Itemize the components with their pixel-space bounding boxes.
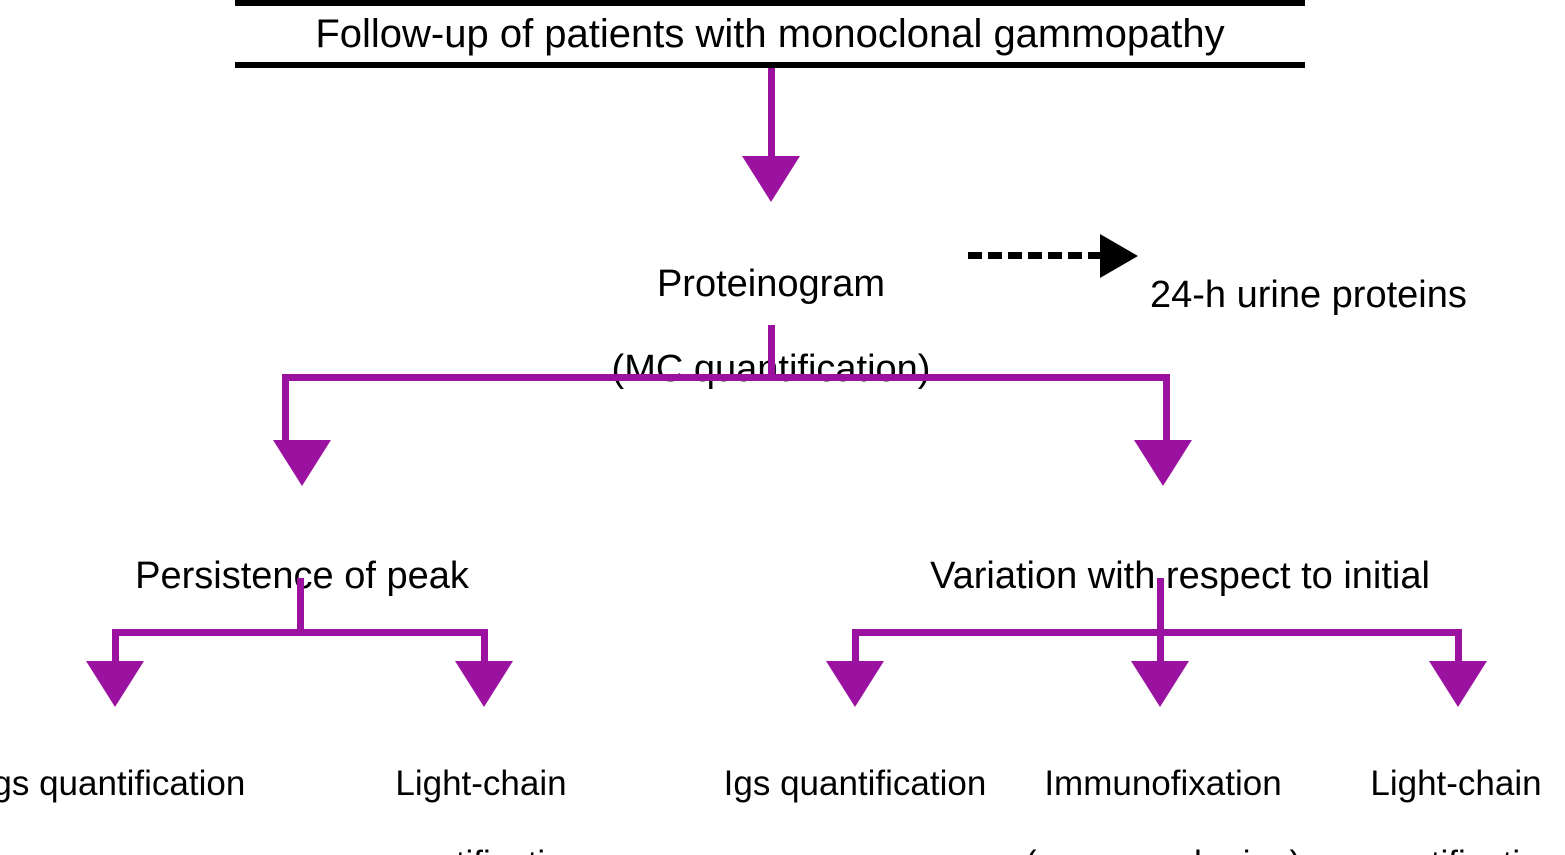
arrowhead-immunofixation — [1131, 661, 1189, 707]
header-box: Follow-up of patients with monoclonal ga… — [235, 0, 1305, 68]
node-variation-with-respect-to-initial: Variation with respect to initial — [870, 512, 1490, 640]
arrowhead-urine-proteins — [1100, 234, 1138, 278]
node-immunofixation-line1: Immunofixation — [1044, 763, 1282, 803]
node-immunofixation-line2: (serum and urine) — [1013, 844, 1313, 855]
arrowhead-igs-quantification-left — [86, 661, 144, 707]
node-variation-with-respect-to-initial-label: Variation with respect to initial — [930, 554, 1430, 597]
connector-left-branch-bus — [112, 629, 488, 636]
connector-level1-bus — [282, 374, 1170, 381]
node-light-chain-quantification-left-line1: Light-chain — [395, 763, 567, 803]
node-urine-proteins-label: 24-h urine proteins — [1150, 273, 1467, 316]
connector-right-leaf2-drop — [1157, 629, 1164, 663]
connector-right-leaf1-drop — [852, 629, 859, 663]
node-light-chain-quantification-left: Light-chain quantification (optional) — [331, 724, 631, 855]
node-igs-quantification-left: Igs quantification — [0, 724, 294, 844]
node-igs-quantification-right: Igs quantification — [705, 724, 1005, 844]
node-immunofixation: Immunofixation (serum and urine) — [1013, 724, 1313, 855]
node-proteinogram: Proteinogram (MC quantification) — [546, 220, 996, 433]
node-light-chain-quantification-right-line2: quantification — [1322, 844, 1565, 855]
connector-level1-left-drop — [282, 374, 289, 442]
page-title: Follow-up of patients with monoclonal ga… — [315, 12, 1225, 56]
connector-level1-right-drop — [1163, 374, 1170, 442]
arrowhead-proteinogram — [742, 156, 800, 202]
node-light-chain-quantification-right: Light-chain quantification (κ/λ ratio) — [1322, 724, 1565, 855]
node-light-chain-quantification-left-line2: quantification — [331, 844, 631, 855]
arrowhead-igs-quantification-right — [826, 661, 884, 707]
arrowhead-light-chain-quantification-right — [1429, 661, 1487, 707]
node-proteinogram-line2: (MC quantification) — [611, 347, 931, 390]
arrowhead-light-chain-quantification-left — [455, 661, 513, 707]
connector-left-leaf1-drop — [112, 629, 119, 663]
connector-left-leaf2-drop — [481, 629, 488, 663]
connector-right-leaf3-drop — [1455, 629, 1462, 663]
connector-left-branch-stem — [297, 578, 304, 632]
arrowhead-variation-with-respect-to-initial — [1134, 440, 1192, 486]
connector-header-to-proteinogram — [768, 68, 775, 158]
connector-dashed-urine — [968, 252, 1102, 259]
node-igs-quantification-left-label: Igs quantification — [0, 763, 246, 803]
arrowhead-persistence-of-peak — [273, 440, 331, 486]
node-light-chain-quantification-right-line1: Light-chain — [1370, 763, 1542, 803]
node-proteinogram-line1: Proteinogram — [656, 262, 886, 305]
node-urine-proteins: 24-h urine proteins — [1150, 231, 1550, 359]
connector-proteinogram-stem — [768, 325, 775, 378]
node-igs-quantification-right-label: Igs quantification — [723, 763, 987, 803]
connector-right-branch-stem — [1157, 578, 1164, 632]
